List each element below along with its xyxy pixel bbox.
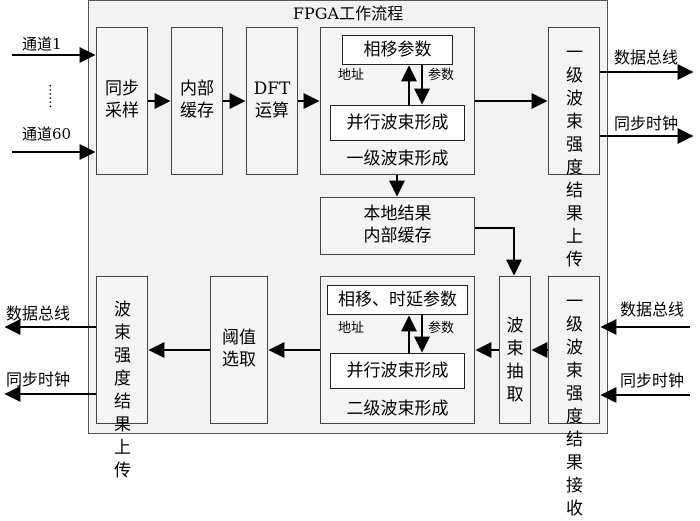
threshold-box (210, 276, 268, 424)
stage1-parallel-beam-box (330, 105, 465, 141)
sync-sample-box (96, 27, 148, 175)
right-input-data-bus: 数据总线 (620, 300, 685, 319)
stage2-receive-box (548, 276, 600, 424)
stage2-address-label: 地址 (338, 321, 365, 336)
phase-delay-params-label: 相移、时延参数 (338, 290, 457, 310)
stage2-parallel-beam-box (330, 353, 465, 389)
arrow-layer (4, 47, 694, 403)
beam-extract-box (499, 276, 531, 424)
beam-extract-label: 波束抽取 (506, 316, 524, 405)
phase-delay-params-box (327, 285, 468, 315)
internal-cache-label: 内部 缓存 (180, 79, 214, 121)
dft-label: DFT 运算 (253, 79, 291, 121)
left-output-sync-clock: 同步时钟 (6, 370, 71, 389)
internal-cache-box (171, 27, 223, 175)
input-channel-60: 通道60 (22, 125, 72, 143)
stage1-group-label: 一级波束形成 (346, 149, 449, 169)
right-output-data-bus: 数据总线 (614, 48, 679, 67)
stage1-params-label: 参数 (428, 68, 455, 83)
sync-sample-label: 同步 采样 (105, 79, 139, 121)
stage2-parallel-beam-label: 并行波束形成 (346, 361, 449, 381)
left-output-data-bus: 数据总线 (6, 304, 71, 323)
stage1-upload-box (548, 27, 600, 175)
stage1-parallel-beam-label: 并行波束形成 (346, 113, 449, 133)
local-cache-label: 本地结果 内部缓存 (363, 204, 432, 246)
arrow-local-cache-to-extract (475, 227, 522, 276)
stage2-group-label: 二级波束形成 (346, 399, 449, 419)
stage2-params-label: 参数 (428, 321, 455, 336)
right-input-sync-clock: 同步时钟 (620, 371, 685, 390)
stage1-upload-label: 一级波束强度结果上传 (566, 43, 583, 270)
fpga-title: FPGA工作流程 (292, 4, 404, 23)
phase-params-label: 相移参数 (363, 40, 432, 60)
phase-params-box (342, 35, 453, 65)
stage1-address-label: 地址 (338, 68, 365, 83)
right-output-sync-clock: 同步时钟 (614, 114, 679, 133)
local-cache-box (320, 197, 475, 255)
dft-box (246, 27, 298, 175)
input-channel-1: 通道1 (22, 35, 62, 53)
threshold-label: 阈值 选取 (222, 328, 256, 370)
stage2-upload-box (96, 276, 148, 424)
